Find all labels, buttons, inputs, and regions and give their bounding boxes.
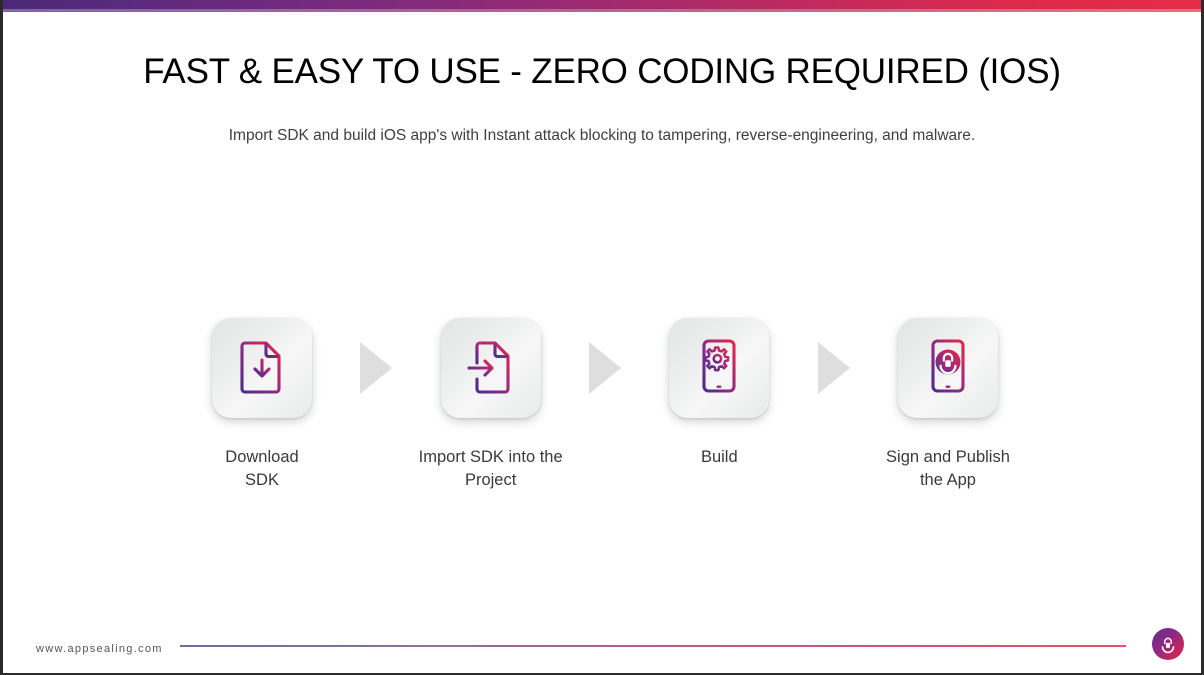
flow-step-label: Sign and Publish the App: [886, 448, 1010, 489]
flow-step-tile: [212, 318, 312, 418]
flow-step-download-sdk: Download SDK: [199, 318, 325, 492]
flow-step-label: Import SDK into the Project: [418, 448, 563, 489]
flow-step-label: Build: [700, 448, 738, 466]
appsealing-logo-icon: [1152, 628, 1184, 660]
page-subtitle: Import SDK and build iOS app's with Inst…: [228, 127, 976, 144]
phone-gear-icon: [689, 336, 749, 401]
flow-step-tile: [897, 318, 998, 418]
document-download-icon: [232, 336, 292, 401]
page-title: FAST & EASY TO USE - ZERO CODING REQUIRE…: [143, 52, 1061, 91]
flow-step-label: Download SDK: [225, 448, 299, 489]
arrow-right-triangle-icon: [360, 342, 393, 394]
document-import-icon: [461, 336, 521, 401]
flow-connector-2: [587, 318, 623, 418]
flow-step-tile: [440, 318, 541, 418]
flow-step-import-sdk: Import SDK into the Project: [419, 318, 563, 492]
process-flow: Download SDK: [199, 318, 1011, 492]
arrow-right-triangle-icon: [817, 342, 850, 394]
flow-step-tile: [669, 318, 770, 418]
footer-website-url: www.appsealing.com: [36, 643, 163, 655]
footer-divider-line: [180, 645, 1126, 647]
phone-shield-lock-icon: [918, 336, 978, 401]
flow-step-build: Build: [656, 318, 782, 469]
flow-connector-1: [358, 318, 394, 418]
arrow-right-triangle-icon: [588, 342, 621, 394]
top-gradient-bar: [3, 0, 1201, 9]
flow-step-sign-publish: Sign and Publish the App: [885, 318, 1011, 492]
flow-connector-3: [816, 318, 852, 418]
top-gradient-bar-accent: [3, 9, 1201, 12]
